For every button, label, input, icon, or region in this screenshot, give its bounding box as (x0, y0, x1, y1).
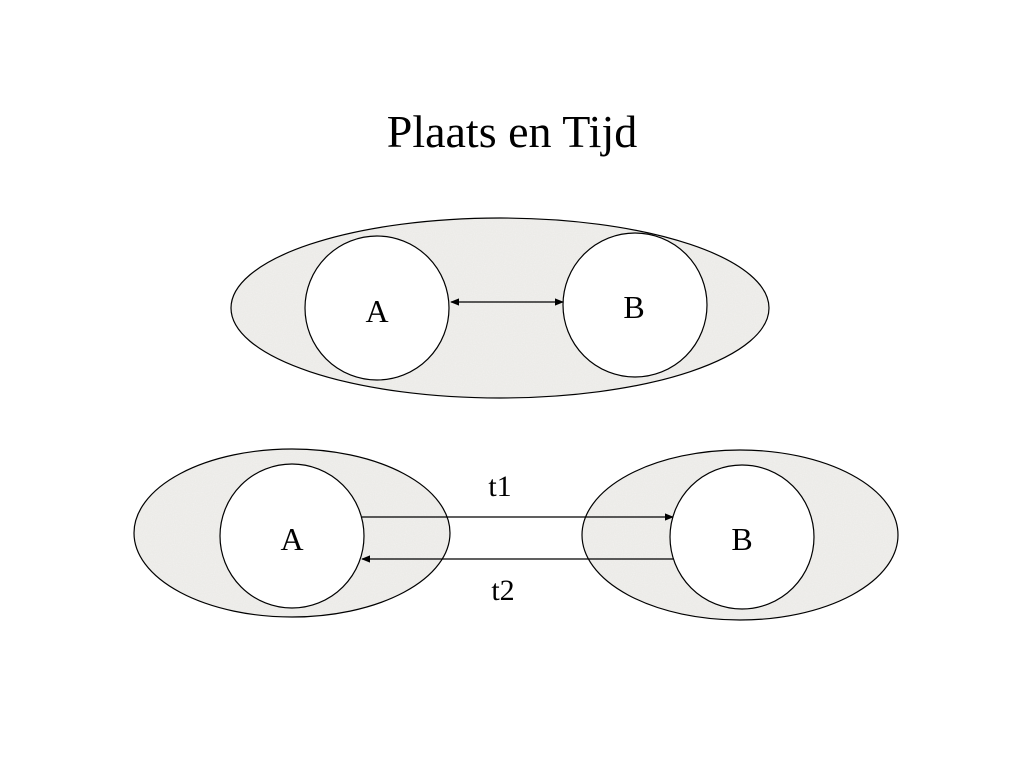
node-a-circle (304, 235, 450, 381)
forward-time-label: t1 (488, 470, 511, 503)
node-a-label: A (365, 293, 388, 329)
bottom-diagram: A B t1 t2 (133, 448, 899, 621)
node-b-label: B (623, 289, 644, 325)
node-b-label: B (731, 521, 752, 557)
node-a-label: A (280, 521, 303, 557)
node-b-circle (669, 464, 815, 610)
node-a-circle (219, 463, 365, 609)
slide-title: Plaats en Tijd (386, 106, 638, 157)
return-time-label: t2 (491, 574, 514, 607)
top-diagram: A B (230, 217, 770, 399)
